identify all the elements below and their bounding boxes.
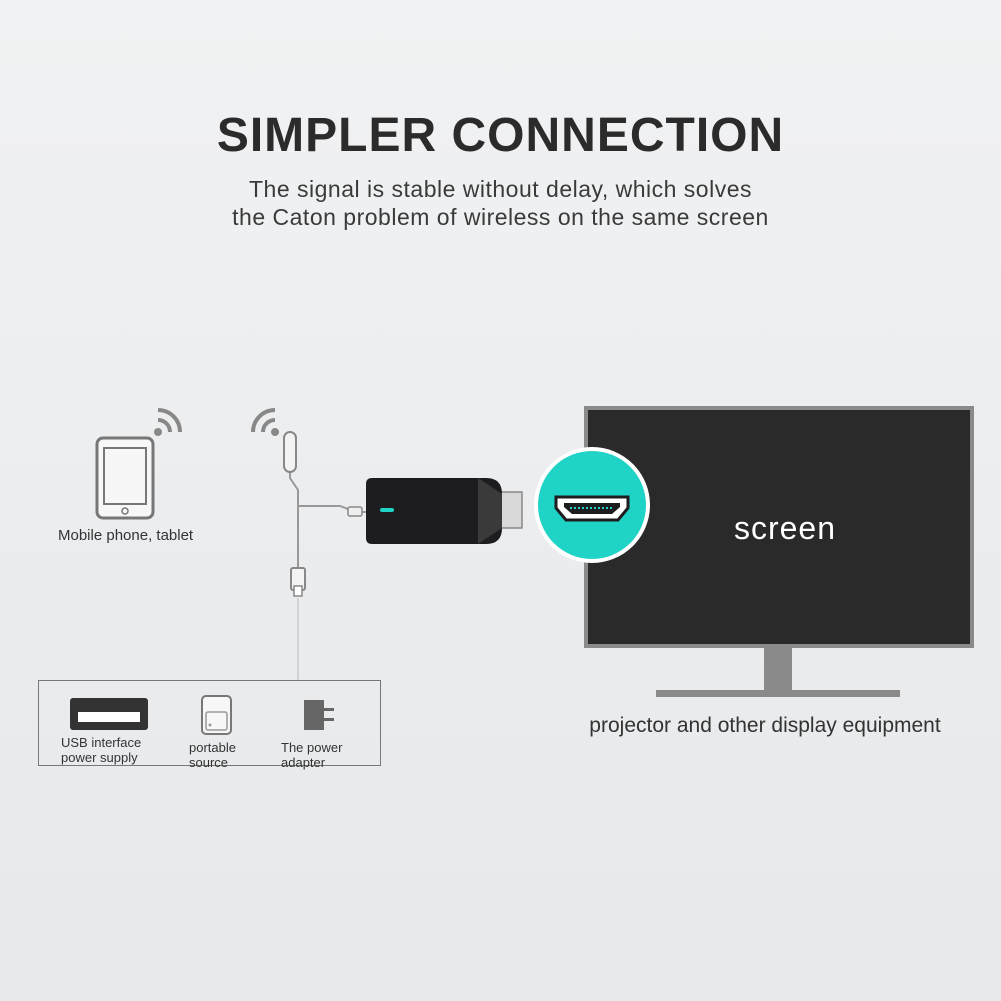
usb-port-icon bbox=[70, 698, 148, 730]
antenna-icon bbox=[283, 431, 297, 473]
power-bank-icon bbox=[201, 695, 232, 735]
source-label: Mobile phone, tablet bbox=[58, 527, 194, 544]
page-title: SIMPLER CONNECTION bbox=[216, 109, 785, 162]
subtitle-line-2: the Caton problem of wireless on the sam… bbox=[232, 204, 769, 230]
usb-plug-icon bbox=[290, 567, 306, 597]
usb-power-label-line-1: USB interface bbox=[61, 735, 142, 750]
portable-source-label: portable source bbox=[189, 740, 236, 770]
power-adapter-icon bbox=[304, 700, 334, 730]
tv-icon bbox=[584, 406, 974, 697]
power-options-box bbox=[38, 680, 381, 766]
usb-power-label: USB interface power supply bbox=[61, 735, 141, 765]
wifi-icon bbox=[251, 408, 279, 436]
power-adapter-label-line-2: adapter bbox=[281, 755, 326, 770]
portable-source-label-line-2: source bbox=[189, 755, 229, 770]
portable-source-label-line-1: portable bbox=[189, 740, 236, 755]
hdmi-port-icon bbox=[534, 447, 650, 563]
power-adapter-label: The power adapter bbox=[281, 740, 342, 770]
subtitle-line-1: The signal is stable without delay, whic… bbox=[249, 176, 752, 202]
power-adapter-label-line-1: The power bbox=[281, 740, 343, 755]
page-subtitle: The signal is stable without delay, whic… bbox=[0, 175, 1001, 231]
usb-power-label-line-2: power supply bbox=[61, 750, 138, 765]
hdmi-dongle-icon bbox=[366, 478, 523, 544]
phone-icon bbox=[95, 436, 155, 520]
cable bbox=[289, 438, 370, 680]
display-caption: projector and other display equipment bbox=[589, 714, 941, 737]
screen-label: screen bbox=[733, 510, 837, 546]
micro-usb-plug-icon bbox=[347, 506, 363, 517]
wifi-icon bbox=[154, 408, 182, 436]
